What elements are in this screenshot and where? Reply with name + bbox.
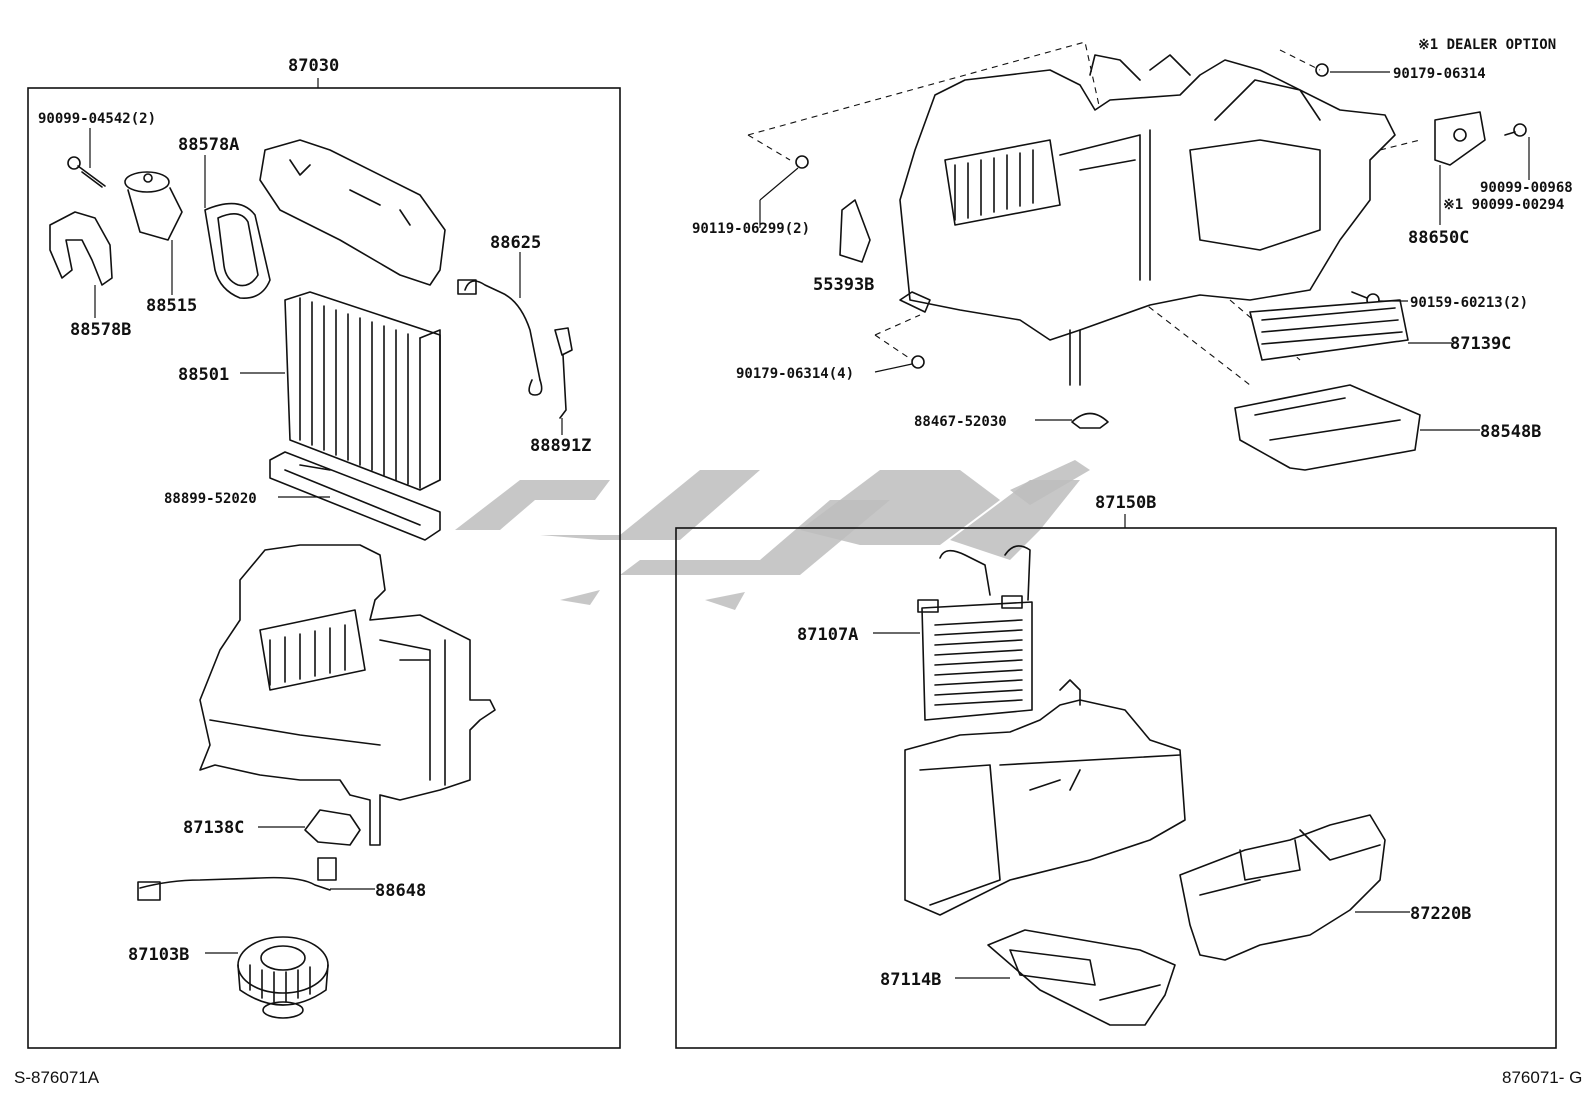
label-87103b: 87103B [128,945,189,965]
assembly-number-87150b: 87150B [1095,493,1156,513]
label-87107a: 87107A [797,625,858,645]
assembly-number-87030: 87030 [288,56,339,76]
label-88515: 88515 [146,296,197,316]
label-87114b: 87114B [880,970,941,990]
label-88548b: 88548B [1480,422,1541,442]
damper-unit-icon [1179,814,1386,961]
bolt-icon [67,156,106,188]
evaporator-icon [284,291,441,491]
label-88625: 88625 [490,233,541,253]
label-88899-52020: 88899-52020 [164,491,257,507]
label-88578a: 88578A [178,135,239,155]
label-87139c: 87139C [1450,334,1511,354]
label-90179-06314: 90179-06314 [1393,66,1486,82]
corner-code-right: 876071- G [1502,1068,1582,1087]
note-dealer-option: ※1 DEALER OPTION [1418,37,1556,53]
duct-icon [987,929,1176,1026]
watermark-logo [455,460,1090,610]
heater-core-icon [917,545,1033,721]
label-87138c: 87138C [183,818,244,838]
label-90119-06299: 90119-06299(2) [692,221,810,237]
assembly-87150b: 87150B 87107A 87220B 87114B [675,493,1557,1049]
label-90159-60213: 90159-60213(2) [1410,295,1528,311]
label-55393b: 55393B [813,275,874,295]
corner-code-left: S-876071A [14,1068,100,1087]
label-90179-06314-4: 90179-06314(4) [736,366,854,382]
assembly-87030: 87030 90099-04542(2) 88578A 88515 88578B… [27,56,621,1049]
label-90099-00294: ※1 90099-00294 [1443,197,1564,213]
label-90099-04542: 90099-04542(2) [38,111,156,127]
label-88891z: 88891Z [530,436,591,456]
cooling-unit-icon [199,544,496,846]
label-87220b: 87220B [1410,904,1471,924]
label-88501: 88501 [178,365,229,385]
screw-icon [795,63,1527,369]
thermistor-icon [124,171,183,241]
upper-hvac-assembly: ※1 DEALER OPTION 90179-06314 90099-00968… [692,37,1573,471]
label-90099-00968: 90099-00968 [1480,180,1573,196]
hvac-unit-icon [899,54,1396,386]
label-88648: 88648 [375,881,426,901]
label-88650c: 88650C [1408,228,1469,248]
heater-case-icon [904,679,1186,916]
label-88578b: 88578B [70,320,131,340]
blower-motor-icon [237,936,329,1019]
label-88467-52030: 88467-52030 [914,414,1007,430]
air-filter-icon [1249,299,1409,361]
